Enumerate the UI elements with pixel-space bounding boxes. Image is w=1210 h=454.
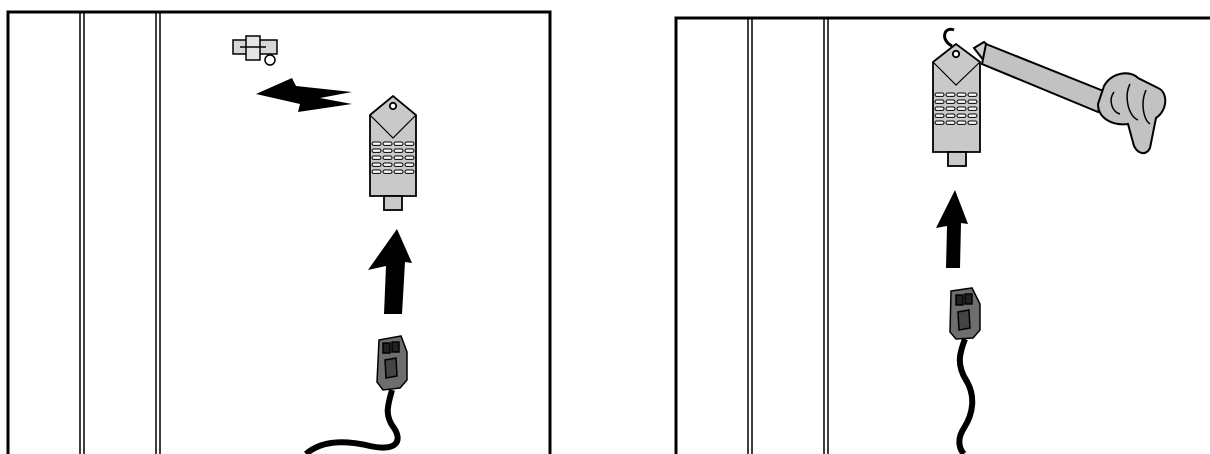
panel-left-illustration	[6, 10, 552, 454]
cabinet-frame	[674, 16, 1210, 454]
arrow-up-icon	[936, 190, 968, 268]
panel-right	[668, 0, 1210, 454]
panel-left	[0, 0, 560, 454]
arrow-left-icon	[256, 78, 352, 112]
screwdriver-icon	[972, 40, 1167, 154]
clip-icon	[232, 35, 278, 66]
cabinet-frame	[6, 10, 552, 454]
panel-right-illustration	[674, 16, 1210, 454]
plug-icon	[376, 335, 408, 391]
cable	[956, 337, 976, 454]
plug-icon	[949, 287, 981, 340]
sensor-icon	[369, 94, 417, 211]
sensor-icon	[932, 27, 981, 167]
arrow-up-icon	[368, 229, 412, 314]
cable	[304, 389, 401, 454]
